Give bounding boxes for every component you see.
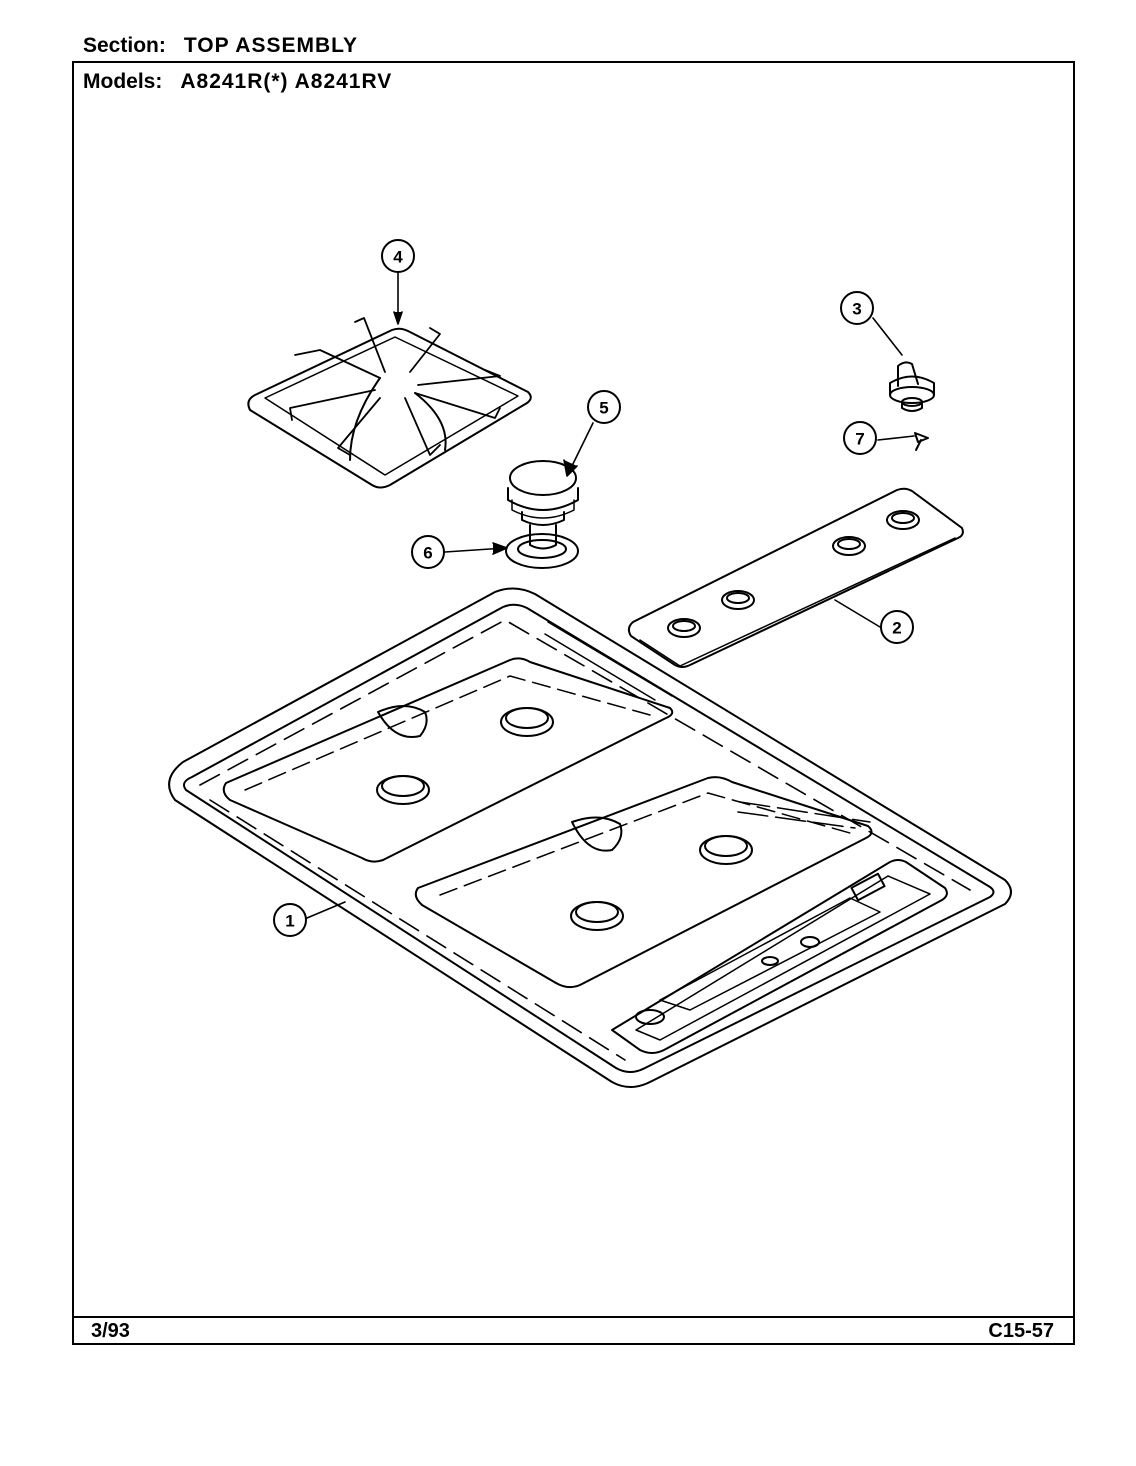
callout-1-circle	[273, 903, 307, 937]
control-panel	[627, 487, 964, 668]
callout-5-circle	[587, 390, 621, 424]
footer-code: C15-57	[988, 1320, 1054, 1342]
knob-hole-4	[886, 510, 920, 530]
burner-opening-rear-right	[500, 707, 554, 737]
callout-7: 7	[855, 430, 864, 449]
callout-5: 5	[599, 399, 608, 418]
callout-3: 3	[852, 300, 861, 319]
callout-2: 2	[892, 619, 901, 638]
models-heading: Models: A8241R(*) A8241RV	[83, 70, 392, 94]
callout-6-circle	[411, 535, 445, 569]
leader-lines	[306, 272, 915, 919]
callout-3-circle	[840, 291, 874, 325]
section-label: Section:	[83, 34, 166, 57]
burner-head	[507, 460, 579, 550]
knob-hole-2	[721, 590, 755, 610]
callout-4-circle	[381, 239, 415, 273]
burner-opening-rear-left	[376, 775, 430, 805]
callout-2-circle	[880, 610, 914, 644]
section-heading: Section: TOP ASSEMBLY	[83, 34, 358, 58]
burner-seal-ring	[505, 533, 579, 569]
footer-date: 3/93	[91, 1320, 130, 1342]
diagram-frame	[72, 61, 1075, 1345]
callout-1: 1	[285, 912, 294, 931]
knob-hole-1	[667, 618, 701, 638]
callout-6: 6	[423, 544, 432, 563]
callout-4: 4	[393, 248, 403, 267]
knob-hole-3	[832, 536, 866, 556]
control-knob	[889, 361, 935, 412]
models-label: Models:	[83, 70, 163, 93]
cooktop-main-top	[168, 587, 1012, 1088]
section-value: TOP ASSEMBLY	[183, 34, 359, 57]
models-value: A8241R(*) A8241RV	[180, 70, 393, 93]
mounting-screw	[914, 432, 929, 451]
burner-opening-front-left	[570, 901, 624, 931]
callout-7-circle	[843, 421, 877, 455]
burner-grate	[247, 317, 532, 489]
burner-opening-front-right	[699, 835, 753, 865]
footer-divider	[72, 1316, 1075, 1318]
